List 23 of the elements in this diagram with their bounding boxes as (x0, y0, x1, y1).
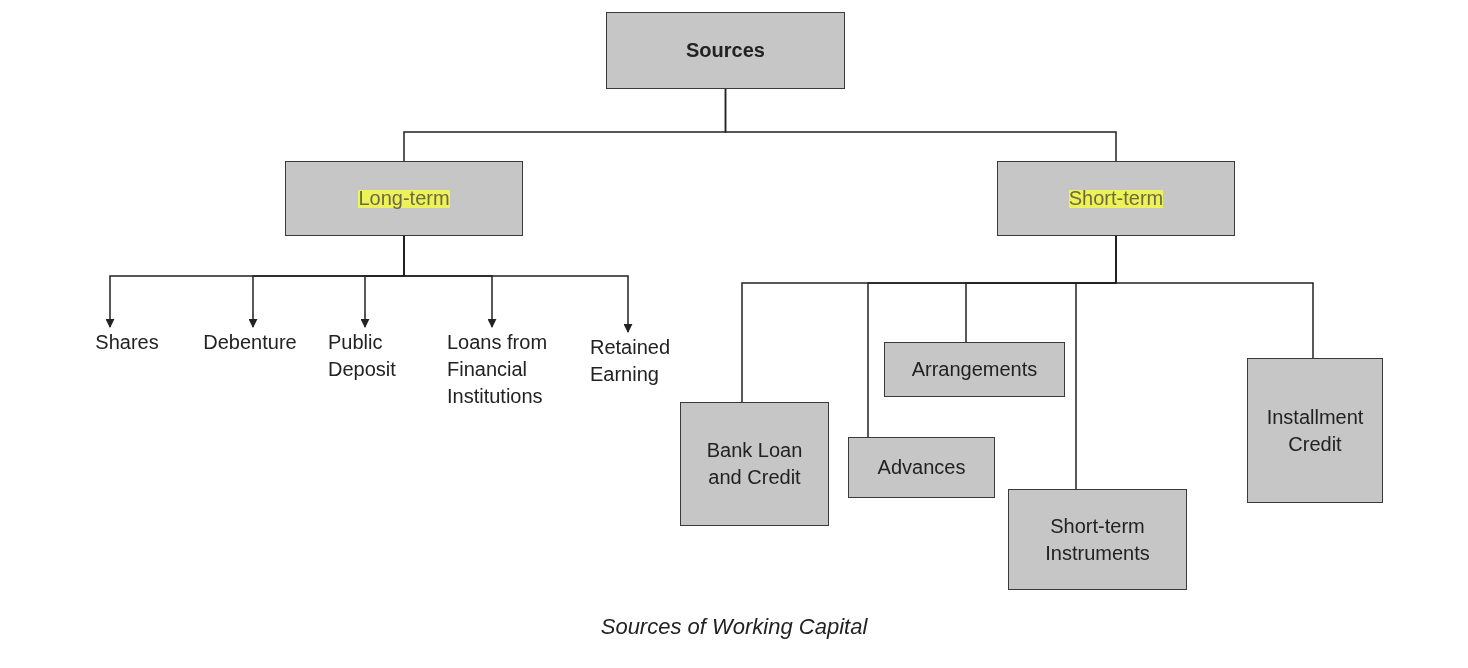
node-label: Sources (686, 38, 765, 63)
node-label: Public Deposit (328, 331, 396, 380)
node-label: Loans from Financial Institutions (447, 331, 548, 407)
connector-line (724, 88, 1117, 162)
node-label: Arrangements (911, 357, 1038, 382)
category-box (680, 402, 829, 526)
category-box (1247, 358, 1383, 503)
category-box (1008, 489, 1187, 590)
node-label: Retained Earning (590, 336, 671, 385)
category-box (884, 342, 1065, 397)
node-label: Advances (877, 455, 966, 480)
node-label: Shares (95, 331, 159, 353)
connector-line (1115, 235, 1314, 359)
arrow (403, 235, 633, 333)
category-box (285, 161, 523, 236)
node-label: Bank Loan and Credit (705, 438, 804, 490)
node-label: Installment Credit (1265, 404, 1365, 457)
category-box (606, 12, 845, 89)
node-label: Short-term Instruments (1044, 513, 1151, 566)
caption: Sources of Working Capital (599, 614, 869, 640)
category-box (997, 161, 1235, 236)
category-box (848, 437, 995, 498)
node-label: Debenture (203, 331, 297, 353)
